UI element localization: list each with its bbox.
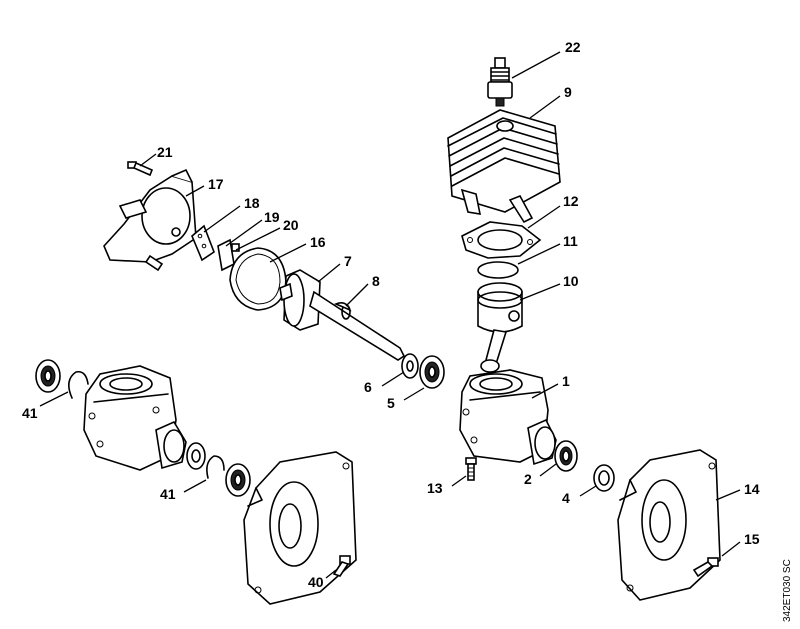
housing-screw-left [332,555,351,577]
crankshaft [279,269,406,361]
callout-19: 19 [264,209,280,225]
circlip-left-upper [68,370,89,399]
fan-housing-left [243,451,357,605]
callout-16: 16 [310,234,326,250]
callout-labels: 22 9 21 17 18 19 20 16 12 7 11 8 10 1 41… [22,39,760,590]
housing-screw-right [692,557,719,578]
ball-bearing-left [35,359,61,393]
callout-5: 5 [387,395,395,411]
callout-18: 18 [244,195,260,211]
contact-plate [191,224,215,262]
fan-housing-right [617,449,721,601]
seal-left-lower [186,442,206,470]
washer [401,353,419,379]
callout-11: 11 [563,233,578,249]
drawing-code: 342ET030 SC [782,559,793,622]
crankcase-gasket [229,247,287,311]
callout-41-lower: 41 [160,486,176,502]
callout-9: 9 [564,84,572,100]
callout-10: 10 [563,273,579,289]
crankcase-screw [465,457,477,481]
callout-40: 40 [308,574,324,590]
callout-13: 13 [427,480,443,496]
circlip-left-lower [206,455,225,479]
cylinder-gasket [461,221,542,259]
ball-bearing-crank [419,355,445,389]
spark-plug [487,57,513,107]
piston-ring [477,261,519,279]
callout-6: 6 [364,379,372,395]
leader-lines [39,51,741,579]
oil-seal-right [593,464,615,492]
callout-8: 8 [372,273,380,289]
callout-41-upper: 41 [22,405,38,421]
callout-12: 12 [563,193,579,209]
callout-1: 1 [562,373,570,389]
ball-bearing-right [554,440,578,472]
woodruff-key [333,302,352,312]
callout-7: 7 [344,253,352,269]
callout-2: 2 [524,471,532,487]
callout-22: 22 [565,39,581,55]
crankcase-right [459,369,557,466]
piston [477,282,523,373]
callout-4: 4 [562,490,570,506]
cylinder [447,109,561,224]
callout-21: 21 [157,144,173,160]
callout-15: 15 [744,531,760,547]
ball-bearing-left-lower [225,463,251,497]
callout-20: 20 [283,217,299,233]
callout-17: 17 [208,176,224,192]
callout-14: 14 [744,481,760,497]
plate-screw [231,243,240,252]
ignition-cover [103,168,197,272]
crankcase-left [83,365,187,471]
cover-screw [127,161,154,177]
